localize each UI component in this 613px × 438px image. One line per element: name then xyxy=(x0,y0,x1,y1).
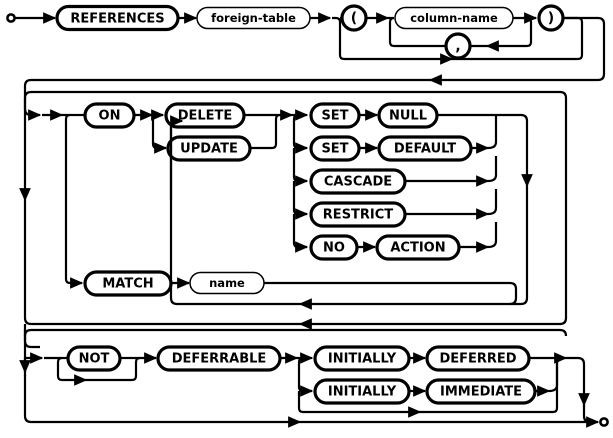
line-evsplit-to-update xyxy=(151,113,168,154)
line-on-clause-loop-uparrow xyxy=(169,115,184,200)
line-row1-wrap-down xyxy=(428,16,606,86)
terminal-initially-deferred-initially-label: INITIALLY xyxy=(328,351,397,366)
punct-lparen-label: ( xyxy=(351,11,357,27)
nonterminal-name-label: name xyxy=(209,276,245,290)
punct-comma-label: , xyxy=(455,39,460,55)
line-to-cascade xyxy=(292,148,309,187)
line-row2-to-row3-stub xyxy=(23,324,40,349)
nonterminal-column-name-label: column-name xyxy=(410,11,498,25)
line-comma-loop-right xyxy=(485,16,533,52)
line-initially-group-bypass xyxy=(297,391,422,418)
line-row2-bypass-bottom xyxy=(23,200,300,326)
terminal-delete-label: DELETE xyxy=(178,108,233,123)
terminal-deferrable-label: DEFERRABLE xyxy=(172,351,267,366)
line-update-merge xyxy=(250,113,281,150)
terminal-initially-immediate-initially-label: INITIALLY xyxy=(328,384,397,399)
terminal-on-label: ON xyxy=(99,108,121,123)
line-to-initially-immediate xyxy=(297,356,314,397)
line-to-set-default xyxy=(292,113,309,154)
terminal-immediate-label: IMMEDIATE xyxy=(440,384,522,399)
line-row2-outer-loop xyxy=(23,90,568,326)
line-cascade-merge xyxy=(487,156,498,183)
terminal-not-label: NOT xyxy=(79,351,110,366)
line-to-restrict xyxy=(292,181,309,220)
terminal-set-default-set-label: SET xyxy=(321,141,348,156)
nonterminal-foreign-table-label: foreign-table xyxy=(211,11,296,25)
terminal-update-label: UPDATE xyxy=(180,141,238,156)
terminal-cascade-label: CASCADE xyxy=(324,174,392,189)
line-row3-top-rail xyxy=(23,328,568,337)
terminal-no-label: NO xyxy=(323,240,345,255)
line-row3-right-down xyxy=(566,356,590,407)
punct-rparen-label: ) xyxy=(548,11,554,27)
line-row3-bypass xyxy=(23,358,302,428)
line-row3-right-to-end xyxy=(582,405,600,428)
terminal-restrict-label: RESTRICT xyxy=(323,207,394,222)
line-actions-merge-down xyxy=(496,113,533,188)
line-not-bypass xyxy=(56,356,88,386)
terminal-references-label: REFERENCES xyxy=(70,11,164,26)
terminal-set-null-set-label: SET xyxy=(321,108,348,123)
line-action-merge xyxy=(487,222,498,249)
line-restrict-merge xyxy=(487,189,498,216)
terminal-default-label: DEFAULT xyxy=(394,141,456,156)
line-on-clause-return-top xyxy=(298,186,529,310)
line-bypass-column-list xyxy=(332,16,454,65)
line-default-merge xyxy=(487,115,498,150)
end-dot-icon xyxy=(599,417,609,427)
terminal-null-label: NULL xyxy=(389,108,427,123)
terminal-deferred-label: DEFERRED xyxy=(439,351,516,366)
line-to-no-action xyxy=(292,214,309,253)
line-initially-group-bypass-rejoin xyxy=(420,364,559,414)
terminal-match-label: MATCH xyxy=(102,276,153,291)
line-to-match xyxy=(64,113,84,289)
start-dot-icon xyxy=(6,13,16,23)
line-comma-loop-left xyxy=(388,16,446,48)
line-match-merge-right xyxy=(264,281,518,306)
terminal-action-label: ACTION xyxy=(390,240,445,255)
